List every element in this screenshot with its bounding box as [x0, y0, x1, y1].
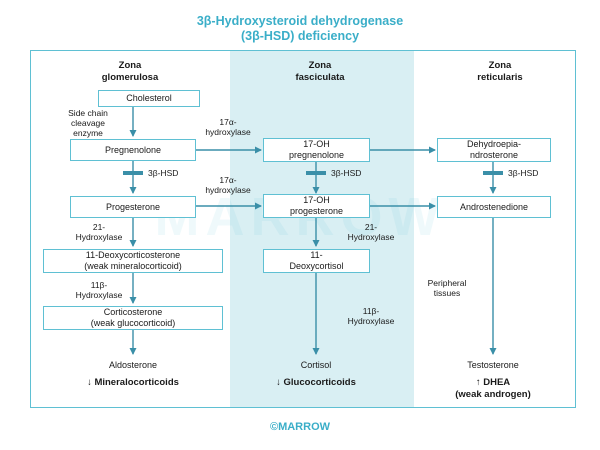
- hsd-block-bar-1: [123, 171, 143, 175]
- box-17oh-pregnenolone: 17-OH pregnenolone: [263, 138, 370, 162]
- zone-reticularis-header: Zona reticularis: [430, 60, 570, 84]
- box-cholesterol-label: Cholesterol: [126, 93, 172, 103]
- box-17oh-pregnenolone-line2: pregnenolone: [288, 150, 345, 160]
- box-17oh-progesterone: 17-OH progesterone: [263, 194, 370, 218]
- label-side-chain-cleavage-enzyme: Side chain cleavage enzyme: [48, 108, 128, 138]
- label-peripheral-line1: Peripheral: [427, 278, 467, 288]
- box-dhea-line1: Dehydroepia-: [466, 139, 522, 149]
- label-3b-hsd-reticularis: 3β-HSD: [508, 168, 539, 178]
- label-side-chain-line2: cleavage: [70, 118, 106, 128]
- label-21-hydroxylase-1: 21- Hydroxylase: [68, 222, 130, 242]
- box-11-deoxycortisol: 11- Deoxycortisol: [263, 249, 370, 273]
- hsd-block-bar-2: [306, 171, 326, 175]
- label-3b-hsd-fasciculata: 3β-HSD: [331, 168, 362, 178]
- label-17a-hydroxylase-2-line1: 17α-: [219, 175, 237, 185]
- label-side-chain-line1: Side chain: [68, 108, 108, 118]
- endproduct-cortisol: Cortisol: [300, 360, 332, 370]
- zone-glomerulosa-line2: glomerulosa: [101, 72, 159, 83]
- diagram-title-line2: (3β-HSD) deficiency: [240, 29, 360, 43]
- effect-dhea-line2: (weak androgen): [455, 389, 531, 400]
- label-17a-hydroxylase-2: 17α- hydroxylase: [190, 175, 266, 195]
- box-deoxycorticosterone-line1: 11-Deoxycorticosterone: [85, 250, 181, 260]
- box-corticosterone: Corticosterone (weak glucocorticoid): [43, 306, 223, 330]
- zone-fasciculata-line2: fasciculata: [295, 72, 345, 83]
- effect-glucocorticoids: ↓ Glucocorticoids: [276, 377, 356, 388]
- label-21-hydroxylase-1-line1: 21-: [92, 222, 106, 232]
- label-21-hydroxylase-1-line2: Hydroxylase: [75, 232, 123, 242]
- effect-mineralocorticoids: ↓ Mineralocorticoids: [87, 377, 179, 388]
- box-androstenedione-label: Androstenedione: [459, 201, 529, 212]
- box-17oh-pregnenolone-line1: 17-OH: [303, 139, 330, 149]
- brand-logo: ©MARROW: [269, 421, 331, 433]
- label-3b-hsd-glomerulosa: 3β-HSD: [148, 168, 179, 178]
- label-11b-hydroxylase-1-line2: Hydroxylase: [75, 290, 123, 300]
- label-11b-hydroxylase-2-line1: 11β-: [362, 306, 380, 316]
- box-corticosterone-line2: (weak glucocorticoid): [90, 318, 176, 328]
- zone-glomerulosa-header: Zona glomerulosa: [60, 60, 200, 84]
- box-progesterone: Progesterone: [70, 196, 196, 218]
- box-cholesterol: Cholesterol: [98, 90, 200, 107]
- box-17oh-progesterone-line2: progesterone: [289, 206, 344, 216]
- label-11b-hydroxylase-2-line2: Hydroxylase: [347, 316, 395, 326]
- zone-fasciculata-line1: Zona: [308, 60, 332, 71]
- effect-dhea: ↑ DHEA (weak androgen): [428, 377, 558, 401]
- zone-reticularis-line1: Zona: [488, 60, 512, 71]
- box-corticosterone-line1: Corticosterone: [103, 307, 163, 317]
- box-androstenedione: Androstenedione: [437, 196, 551, 218]
- label-side-chain-line3: enzyme: [73, 128, 103, 138]
- label-21-hydroxylase-2-line2: Hydroxylase: [347, 232, 395, 242]
- label-11b-hydroxylase-1-line1: 11β-: [90, 280, 108, 290]
- hsd-block-bar-3: [483, 171, 503, 175]
- box-deoxycortisol-line2: Deoxycortisol: [289, 261, 344, 271]
- box-deoxycortisol-line1: 11-: [310, 250, 323, 260]
- label-17a-hydroxylase-1-line2: hydroxylase: [205, 127, 251, 137]
- endproduct-testosterone: Testosterone: [467, 360, 519, 370]
- zone-glomerulosa-line1: Zona: [118, 60, 142, 71]
- diagram-frame: [30, 50, 576, 408]
- box-dhea-line2: ndrosterone: [469, 150, 519, 160]
- label-peripheral-line2: tissues: [433, 288, 461, 298]
- box-deoxycorticosterone-line2: (weak mineralocorticoid): [84, 261, 182, 271]
- label-21-hydroxylase-2-line1: 21-: [364, 222, 378, 232]
- box-11-deoxycorticosterone: 11-Deoxycorticosterone (weak mineralocor…: [43, 249, 223, 273]
- box-17oh-progesterone-line1: 17-OH: [303, 195, 330, 205]
- effect-dhea-line1: ↑ DHEA: [475, 377, 511, 388]
- box-pregnenolone-label: Pregnenolone: [104, 144, 162, 155]
- box-dehydroepiandrosterone: Dehydroepia- ndrosterone: [437, 138, 551, 162]
- label-peripheral-tissues: Peripheral tissues: [418, 278, 476, 298]
- label-21-hydroxylase-2: 21- Hydroxylase: [340, 222, 402, 242]
- endproduct-aldosterone: Aldosterone: [108, 360, 158, 370]
- box-pregnenolone: Pregnenolone: [70, 139, 196, 161]
- diagram-title-line1: 3β-Hydroxysteroid dehydrogenase: [196, 14, 404, 28]
- zone-reticularis-line2: reticularis: [477, 72, 523, 83]
- box-progesterone-label: Progesterone: [105, 201, 161, 212]
- zone-fasciculata-header: Zona fasciculata: [250, 60, 390, 84]
- zona-fasciculata-column: [230, 51, 414, 407]
- label-17a-hydroxylase-1: 17α- hydroxylase: [190, 117, 266, 137]
- label-11b-hydroxylase-2: 11β- Hydroxylase: [340, 306, 402, 326]
- label-11b-hydroxylase-1: 11β- Hydroxylase: [68, 280, 130, 300]
- label-17a-hydroxylase-2-line2: hydroxylase: [205, 185, 251, 195]
- label-17a-hydroxylase-1-line1: 17α-: [219, 117, 237, 127]
